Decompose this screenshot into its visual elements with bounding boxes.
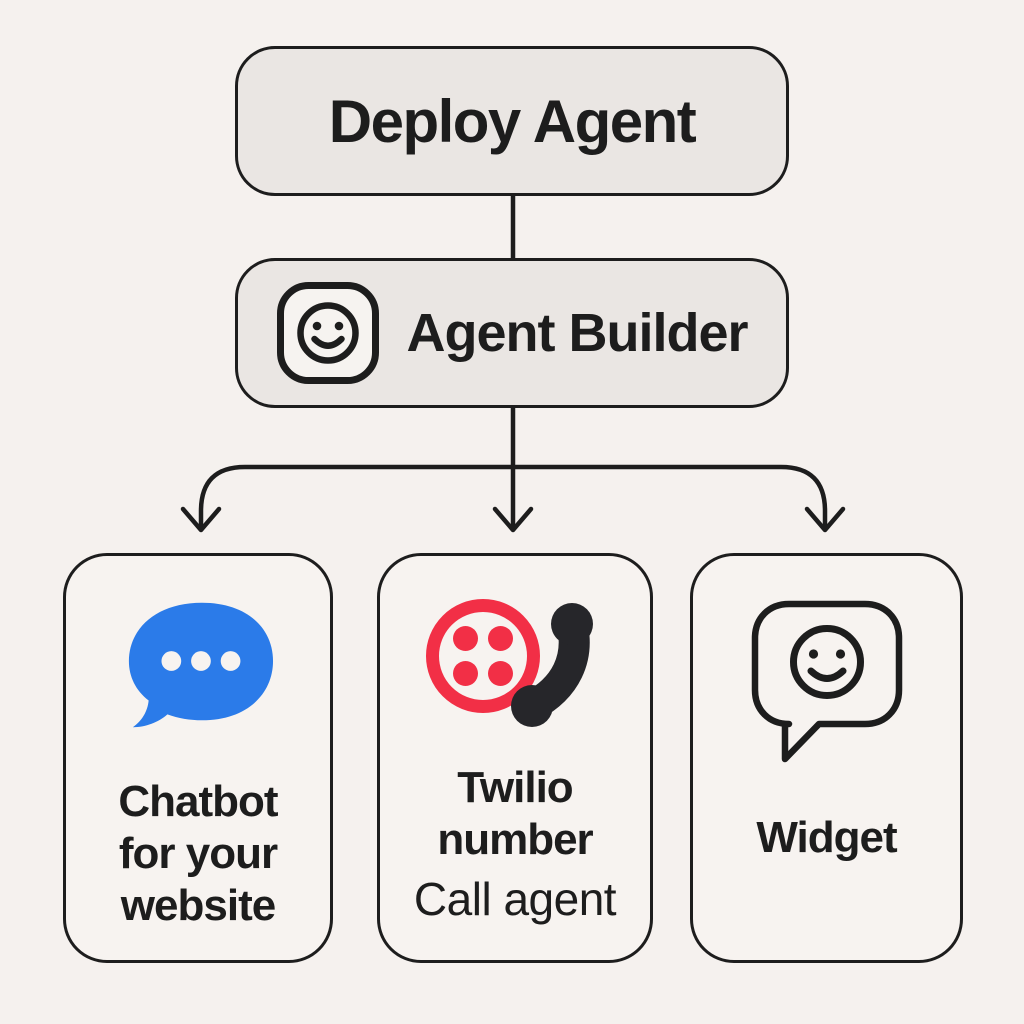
smiley-squircle-icon (277, 282, 380, 384)
agent-builder-node: Agent Builder (235, 258, 789, 408)
arrowhead-center (492, 506, 534, 533)
chat-bubble-icon (128, 602, 274, 728)
agent-builder-label: Agent Builder (406, 303, 748, 363)
deploy-agent-label: Deploy Agent (328, 87, 697, 155)
connector-right-branch (513, 464, 828, 527)
twilio-card-subtitle: Call agent (413, 872, 617, 925)
option-card-twilio: Twilio number Call agent (377, 553, 653, 963)
option-card-chatbot: Chatbot for your website (63, 553, 333, 963)
smiley-speech-bubble-icon (751, 600, 902, 763)
widget-card-title: Widget (756, 813, 897, 862)
twilio-card-title: Twilio number (437, 763, 593, 864)
arrowhead-left (180, 506, 222, 533)
connector-left-branch (198, 464, 513, 527)
twilio-phone-icon (426, 599, 593, 727)
option-card-widget: Widget (690, 553, 963, 963)
deploy-agent-node: Deploy Agent (235, 46, 789, 196)
arrowhead-right (804, 506, 846, 533)
chatbot-card-title: Chatbot for your website (118, 777, 278, 930)
